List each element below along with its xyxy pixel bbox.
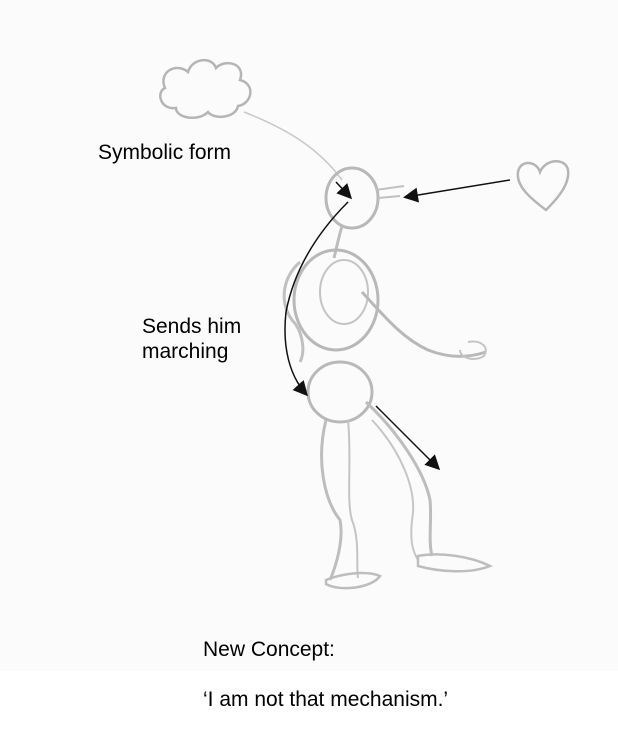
figure-torso (294, 250, 378, 350)
symbolic-form-label: Symbolic form (98, 140, 231, 165)
figure-left-leg-back (348, 420, 358, 578)
new-concept-quote: ‘I am not that mechanism.’ (203, 687, 533, 712)
cloud-icon (160, 60, 250, 118)
new-concept-title: New Concept: (203, 637, 533, 662)
sketch-canvas: Symbolic form Sends him marching New Con… (0, 0, 618, 671)
figure-nose (376, 186, 404, 198)
heart-icon (518, 161, 568, 210)
new-concept-caption: New Concept: ‘I am not that mechanism.’ (203, 612, 533, 737)
figure-left-leg (322, 420, 341, 580)
figure-hips (308, 362, 372, 422)
figure-front-arm (362, 292, 486, 356)
figure-right-foot (418, 554, 490, 571)
heart-arrow (406, 180, 510, 197)
sends-him-marching-label: Sends him marching (142, 314, 241, 364)
figure-left-foot (326, 573, 380, 588)
figure-chest-inner (320, 260, 368, 324)
symbolic-arrow (336, 182, 350, 197)
cloud-connector-line (244, 112, 342, 180)
figure-neck (334, 226, 342, 258)
sketch-drawing (0, 0, 618, 671)
figure-head (326, 168, 378, 228)
